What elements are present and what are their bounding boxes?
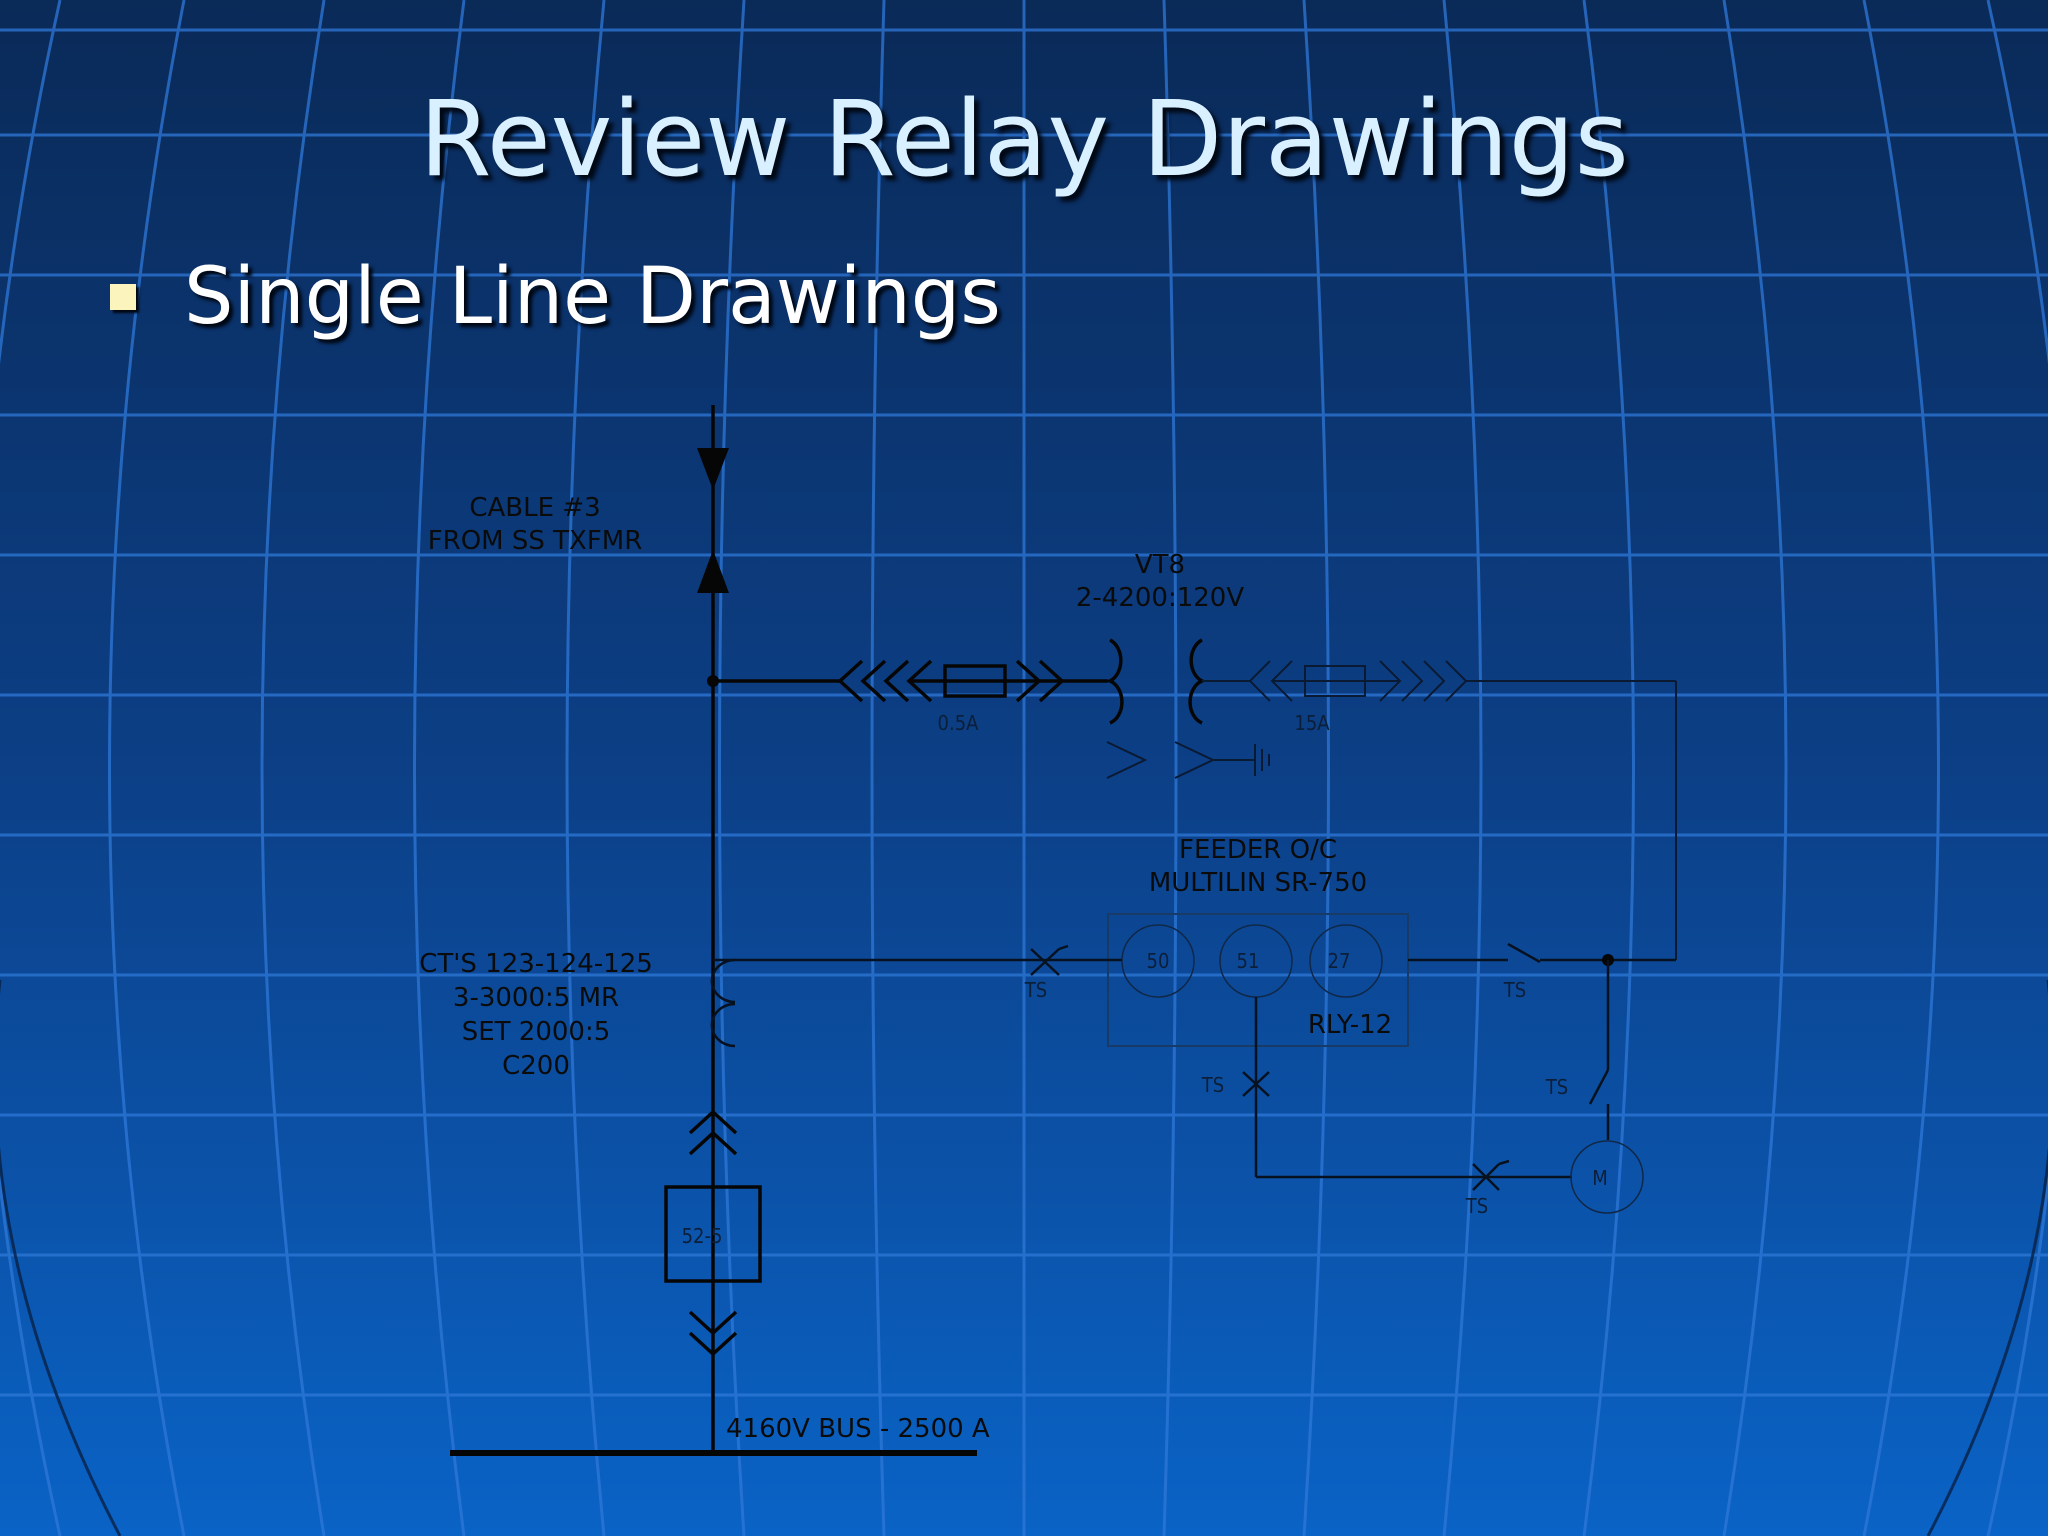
fuse-secondary-rating: 15A bbox=[1294, 711, 1330, 735]
ground-icon bbox=[1106, 741, 1270, 779]
motor-icon bbox=[1570, 1140, 1644, 1214]
ct-label-line1: CT'S 123-124-125 bbox=[419, 949, 653, 979]
relay-function-27 bbox=[1309, 924, 1383, 998]
cable-label-line1: CABLE #3 bbox=[469, 493, 600, 523]
bus-label: 4160V BUS - 2500 A bbox=[726, 1414, 990, 1444]
breaker-disconnect-bottom-icon bbox=[688, 1310, 738, 1357]
relay-function-51-label: 51 bbox=[1237, 949, 1260, 973]
ct-label-line3: SET 2000:5 bbox=[462, 1017, 611, 1047]
ct-label-line4: C200 bbox=[502, 1051, 570, 1081]
test-switch-label-3: TS bbox=[1545, 1075, 1568, 1099]
cable-termination-up-icon bbox=[697, 550, 729, 593]
ct-label-line2: 3-3000:5 MR bbox=[453, 983, 619, 1013]
current-transformer-icon bbox=[710, 958, 736, 1048]
relay-function-50-label: 50 bbox=[1147, 949, 1170, 973]
vt-label-line1: VT8 bbox=[1135, 550, 1185, 580]
relay-box bbox=[1107, 913, 1409, 1047]
motor-label: M bbox=[1592, 1166, 1608, 1190]
cable-termination-down-icon bbox=[697, 448, 729, 490]
bullet-text: Single Line Drawings bbox=[184, 252, 1001, 342]
breaker-label: 52-5 bbox=[682, 1224, 723, 1248]
cable-label-line2: FROM SS TXFMR bbox=[428, 526, 643, 556]
test-switch-label-2: TS bbox=[1503, 978, 1526, 1002]
relay-function-27-label: 27 bbox=[1328, 949, 1351, 973]
test-switch-icon bbox=[1030, 944, 1069, 976]
voltage-transformer-icon bbox=[1105, 638, 1207, 725]
breaker-disconnect-top-icon bbox=[688, 1109, 738, 1156]
relay-label-line1: FEEDER O/C bbox=[1179, 835, 1337, 865]
test-switch-icon-3 bbox=[1472, 1159, 1510, 1191]
bullet-square-icon bbox=[110, 284, 136, 310]
vt-label-line2: 2-4200:120V bbox=[1076, 583, 1244, 613]
relay-id: RLY-12 bbox=[1308, 1010, 1392, 1040]
fuse-primary-rating: 0.5A bbox=[938, 711, 980, 735]
test-switch-label-1: TS bbox=[1024, 978, 1047, 1002]
slide-title: Review Relay Drawings bbox=[419, 78, 1629, 200]
test-switch-blade-2 bbox=[1588, 1069, 1610, 1105]
test-switch-label-5: TS bbox=[1465, 1194, 1488, 1218]
test-switch-label-4: TS bbox=[1201, 1073, 1224, 1097]
test-switch-blade bbox=[1507, 942, 1541, 964]
breaker-box bbox=[664, 1185, 762, 1283]
test-switch-icon-2 bbox=[1242, 1071, 1270, 1097]
relay-label-line2: MULTILIN SR-750 bbox=[1149, 868, 1367, 898]
